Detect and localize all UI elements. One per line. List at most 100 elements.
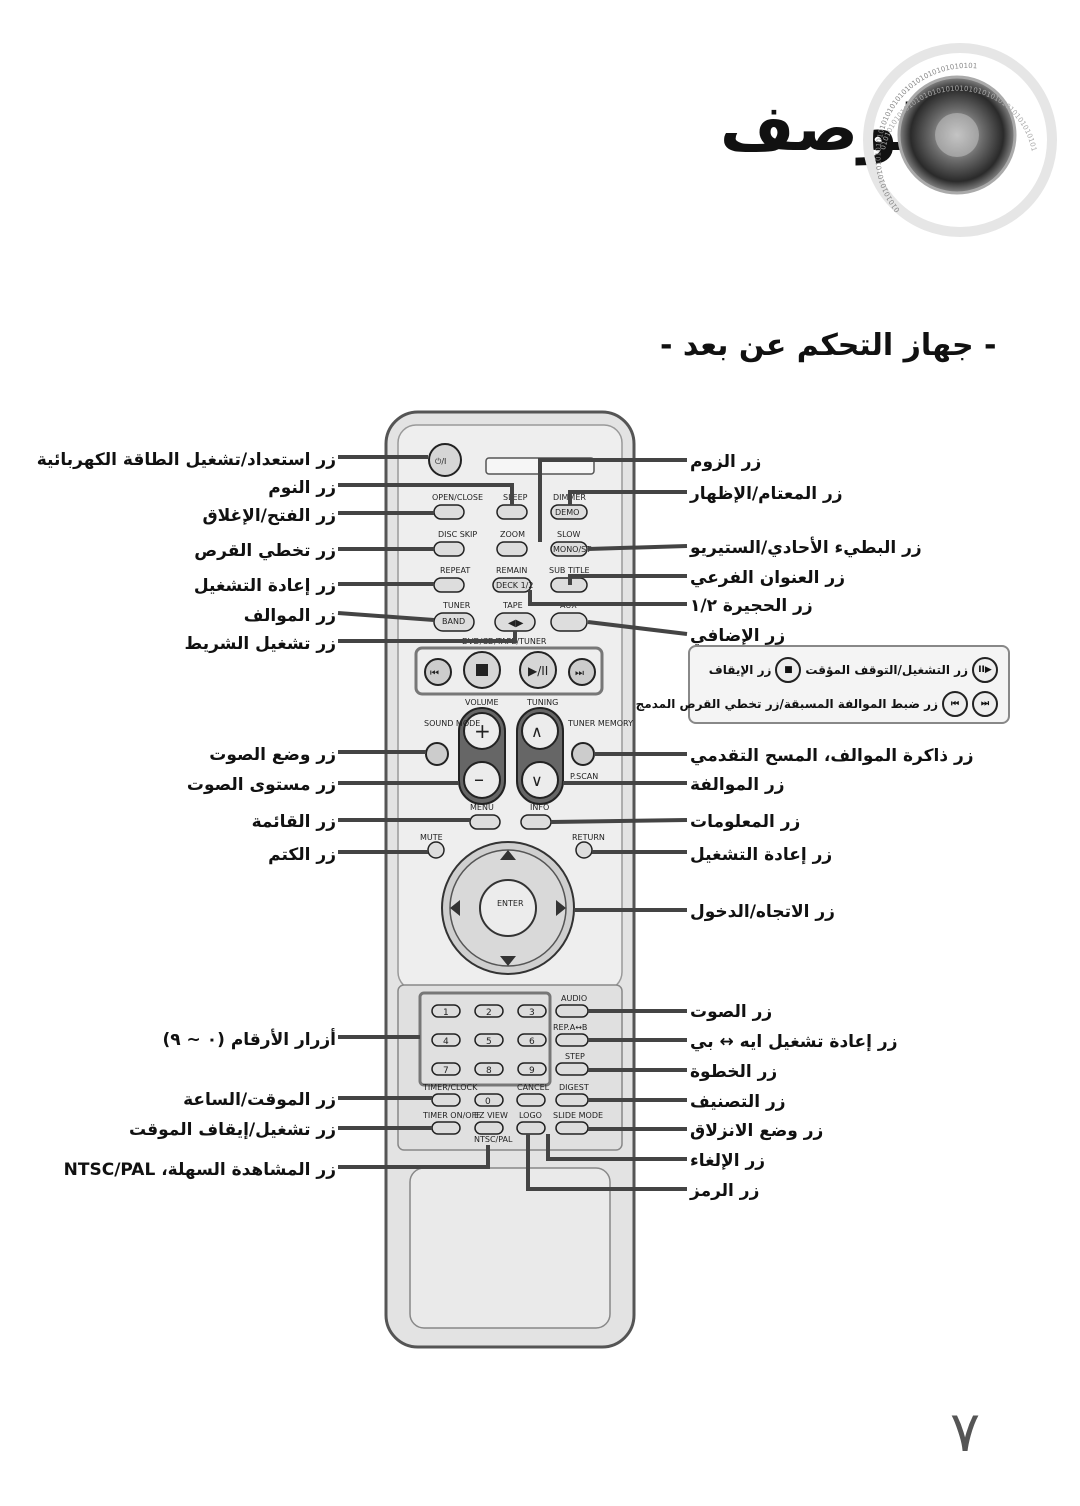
slide-mode-button [555, 1121, 589, 1135]
rep-ab-button [555, 1033, 589, 1047]
legend-stop-text: زر الإيقاف [708, 663, 772, 677]
skip-forward-icon: ⏭ [972, 691, 998, 717]
callout-zoom: زر الزوم [690, 452, 762, 472]
tuner-memory-button [571, 742, 595, 766]
section-subtitle: - جهاز التحكم عن بعد - [660, 328, 997, 363]
svg-text:∧: ∧ [531, 722, 543, 741]
tuner-label: TUNER [442, 601, 471, 610]
digit-label: 3 [529, 1008, 535, 1018]
disc-skip-button [433, 541, 465, 557]
callout-cancel: زر الإلغاء [690, 1151, 766, 1171]
menu-label: MENU [470, 803, 494, 812]
svg-text:–: – [474, 767, 484, 791]
slow-label: SLOW [557, 530, 581, 539]
callout-ntsc: زر المشاهدة السهلة، NTSC/PAL [63, 1160, 336, 1180]
demo-label: DEMO [555, 508, 579, 517]
callout-open: زر الفتح/الإغلاق [202, 506, 336, 526]
digit-button [431, 1004, 461, 1018]
deck-label: DECK 1/2 [496, 581, 533, 590]
tuning-label: TUNING [526, 698, 558, 707]
callout-mute: زر الكتم [268, 845, 336, 865]
digit-button [517, 1004, 547, 1018]
ntsc-pal-label: NTSC/PAL [474, 1135, 513, 1144]
digit-0-label: 0 [485, 1097, 491, 1107]
digit-button [474, 1004, 504, 1018]
sleep-button [496, 504, 528, 520]
legend-row-play-stop: ▶II زر التشغيل/التوقف المؤقت ■ زر الإيقا… [709, 657, 998, 683]
leader-lines-right [526, 458, 688, 1191]
svg-text:⏮: ⏮ [430, 668, 439, 679]
remain-button [492, 577, 532, 593]
logo-button [516, 1121, 546, 1135]
callout-discskip: زر تخطي القرص [194, 541, 336, 561]
tuner-band-button [433, 612, 475, 632]
disc-skip-label: DISC SKIP [438, 530, 477, 539]
volume-label: VOLUME [465, 698, 499, 707]
callout-timeronoff: زر تشغيل/إيقاف الموقت [129, 1120, 336, 1140]
legend-row-skip: ⏭ ⏮ زر ضبط الموالفة المسبقة/زر تخطي القر… [636, 691, 998, 717]
callout-tape: زر تشغيل الشريط [184, 634, 336, 654]
remain-label: REMAIN [496, 566, 527, 575]
band-label: BAND [442, 617, 465, 626]
callout-tuner: زر الموالف [243, 606, 336, 626]
transport-legend: ▶II زر التشغيل/التوقف المؤقت ■ زر الإيقا… [636, 645, 1010, 724]
digit-button [517, 1033, 547, 1047]
tuning-up-button [521, 712, 559, 750]
callout-slow: زر البطيء الأحادي/الستيريو [690, 538, 922, 558]
aux-button [550, 612, 588, 632]
callout-logo: زر الرمز [690, 1181, 760, 1201]
callout-repeat: زر إعادة التشغيل [193, 576, 336, 596]
svg-text:◀▶: ◀▶ [508, 618, 524, 629]
return-button [575, 841, 593, 859]
digest-button [555, 1093, 589, 1107]
dpad-left-icon [450, 900, 460, 916]
open-close-label: OPEN/CLOSE [432, 493, 483, 502]
digest-label: DIGEST [559, 1083, 589, 1092]
power-button [428, 443, 462, 477]
callout-timer: زر الموقت/الساعة [183, 1090, 336, 1110]
digit-label: 5 [486, 1037, 492, 1047]
stop-icon: ■ [775, 657, 802, 683]
play-pause-button [519, 651, 557, 689]
digit-label: 8 [486, 1066, 492, 1076]
timer-clock-button [431, 1093, 461, 1107]
svg-text:∨: ∨ [531, 771, 543, 790]
skip-back-icon: ⏮ [942, 691, 968, 717]
digit-label: 1 [443, 1008, 449, 1018]
tape-label: TAPE [502, 601, 523, 610]
sound-mode-label: SOUND MODE [424, 719, 480, 728]
callout-sleep: زر النوم [268, 478, 336, 498]
transport-group [414, 646, 604, 696]
dpad-down-icon [500, 956, 516, 966]
timer-clock-label: TIMER/CLOCK [422, 1083, 478, 1092]
volume-down-button [463, 761, 501, 799]
callout-aux: زر الإضافي [690, 626, 786, 646]
timer-onoff-label: TIMER ON/OFF [422, 1111, 481, 1120]
repeat-label: REPEAT [440, 566, 470, 575]
rep-ab-label: REP.A↔B [553, 1023, 587, 1032]
digit-label: 4 [443, 1037, 449, 1047]
callout-volume: زر مستوى الصوت [186, 775, 336, 795]
cancel-label: CANCEL [517, 1083, 550, 1092]
volume-up-button [463, 712, 501, 750]
svg-text:⏭: ⏭ [575, 668, 584, 679]
digit-label: 6 [529, 1037, 535, 1047]
digit-button [431, 1062, 461, 1076]
callout-memory: زر ذاكرة الموالف، المسح التقدمي [690, 746, 974, 766]
callout-info: زر المعلومات [690, 812, 801, 832]
digit-label: 2 [486, 1008, 492, 1018]
callout-menu: زر القائمة [251, 812, 336, 832]
legend-skip-text: زر ضبط الموالفة المسبقة/زر تخطي القرص ال… [635, 697, 938, 711]
menu-button [469, 814, 501, 830]
digit-label: 7 [443, 1066, 449, 1076]
info-button [520, 814, 552, 830]
dpad-right-icon [556, 900, 566, 916]
skip-back-button [424, 658, 452, 686]
slow-button [550, 541, 588, 557]
page-number: ٧ [950, 1400, 981, 1465]
callout-tuning: زر الموالفة [690, 775, 785, 795]
callout-digest: زر التصنيف [690, 1092, 786, 1112]
pscan-label: P.SCAN [570, 772, 598, 781]
zoom-label: ZOOM [500, 530, 525, 539]
